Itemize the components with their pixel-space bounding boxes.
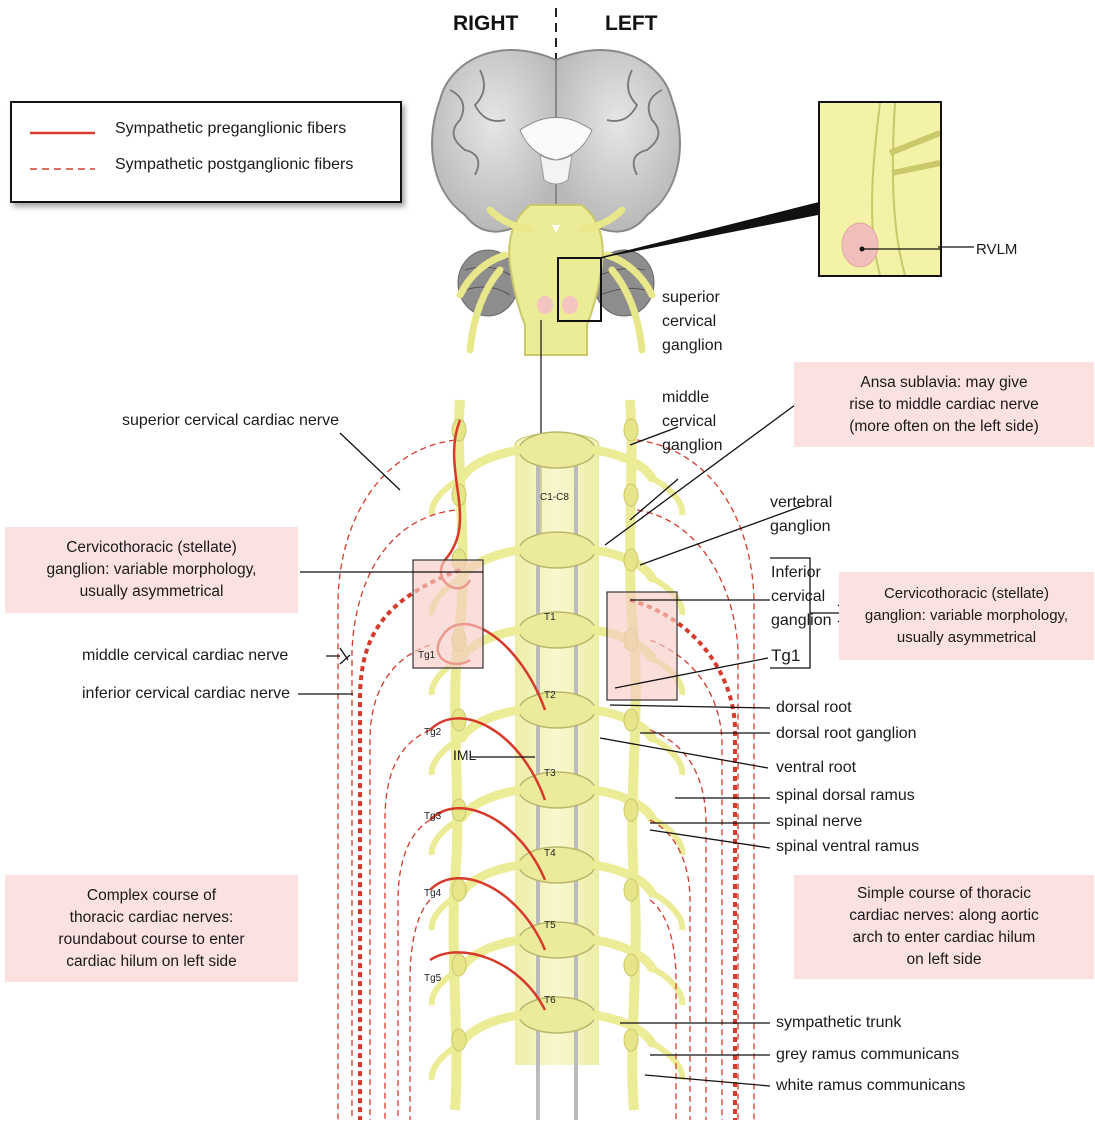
trunk-ganglion-left — [624, 549, 638, 571]
simple-course-note: Simple course of thoracic cardiac nerves… — [794, 875, 1094, 979]
trunk-ganglion-left — [624, 954, 638, 976]
trunk-ganglion-label-tg1: Tg1 — [418, 650, 435, 661]
rvlm-label: RVLM — [976, 240, 1017, 259]
segment-label-t3: T3 — [544, 768, 556, 779]
segment-label-t2: T2 — [544, 690, 556, 701]
grey-ramus-label: grey ramus communicans — [776, 1045, 959, 1064]
trunk-ganglion-left — [624, 879, 638, 901]
superior-cervical-cardiac-nerve-label: superior cervical cardiac nerve — [122, 411, 339, 430]
white-ramus-label: white ramus communicans — [776, 1076, 965, 1095]
stellate-note-left-side: Cervicothoracic (stellate) ganglion: var… — [839, 572, 1094, 660]
trunk-ganglion-right — [452, 954, 466, 976]
trunk-ganglion-right — [452, 799, 466, 821]
inferior-cervical-ganglion-label: Inferior cervical ganglion — [771, 561, 832, 633]
segment-label-t5: T5 — [544, 920, 556, 931]
iml-label: IML — [453, 746, 476, 765]
dorsal-root-label: dorsal root — [776, 698, 852, 717]
trunk-ganglion-right — [452, 1029, 466, 1051]
dorsal-root-ganglion-label: dorsal root ganglion — [776, 724, 917, 743]
right-header: RIGHT — [453, 12, 518, 36]
vertebral-ganglion-label: vertebral ganglion — [770, 491, 832, 539]
trunk-ganglion-label-tg2: Tg2 — [424, 727, 441, 738]
ventral-root-label: ventral root — [776, 758, 856, 777]
segment-label-t1: T1 — [544, 612, 556, 623]
segment-label-t4: T4 — [544, 848, 556, 859]
trunk-ganglion-label-tg4: Tg4 — [424, 888, 441, 899]
legend: Sympathetic preganglionic fibers Sympath… — [10, 101, 402, 203]
trunk-ganglion-left — [624, 484, 638, 506]
left-header: LEFT — [605, 12, 658, 36]
superior-cervical-ganglion-label: superior cervical ganglion — [662, 286, 723, 358]
middle-cervical-cardiac-nerve-label: middle cervical cardiac nerve — [82, 646, 288, 665]
ansa-subclavia-note: Ansa sublavia: may give rise to middle c… — [794, 362, 1094, 447]
left-sympathetic-trunk — [630, 400, 636, 1110]
middle-cervical-ganglion-label: middle cervical ganglion — [662, 386, 723, 458]
segment-label-t6: T6 — [544, 995, 556, 1006]
sympathetic-trunk-label: sympathetic trunk — [776, 1013, 901, 1032]
rvlm-inset — [818, 101, 942, 277]
trunk-ganglion-label-tg5: Tg5 — [424, 973, 441, 984]
trunk-ganglion-left — [624, 419, 638, 441]
trunk-ganglion-left — [624, 799, 638, 821]
trunk-ganglion-left — [624, 1029, 638, 1051]
rvlm-leader — [938, 240, 978, 250]
stellate-note-right-side: Cervicothoracic (stellate) ganglion: var… — [5, 527, 298, 613]
trunk-ganglion-left — [624, 709, 638, 731]
trunk-ganglion-right — [452, 709, 466, 731]
legend-postganglionic: Sympathetic postganglionic fibers — [115, 156, 353, 174]
spinal-ventral-ramus-label: spinal ventral ramus — [776, 837, 919, 856]
inferior-cervical-cardiac-nerve-label: inferior cervical cardiac nerve — [82, 684, 290, 703]
spinal-dorsal-ramus-label: spinal dorsal ramus — [776, 786, 915, 805]
trunk-ganglion-right — [452, 879, 466, 901]
spinal-nerve-label: spinal nerve — [776, 812, 862, 831]
trunk-ganglion-label-tg3: Tg3 — [424, 811, 441, 822]
tg1-left-label: Tg1 — [771, 646, 800, 665]
stellate-highlight-left — [607, 592, 677, 700]
legend-preganglionic: Sympathetic preganglionic fibers — [115, 120, 346, 138]
complex-course-note: Complex course of thoracic cardiac nerve… — [5, 875, 298, 982]
segment-label-c1-c8: C1-C8 — [540, 492, 569, 503]
